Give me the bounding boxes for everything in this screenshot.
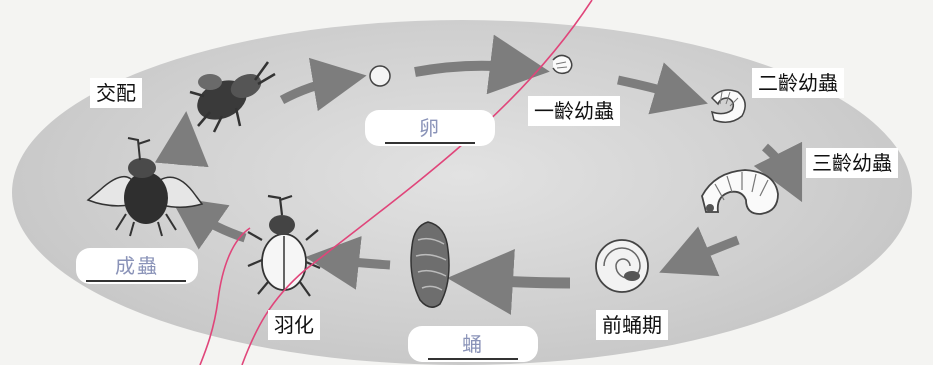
stage-label-first-instar: 一齡幼蟲 <box>528 96 620 126</box>
handwritten-answer-adult: 成蟲 <box>115 254 159 278</box>
stage-label-prepupa: 前蛹期 <box>596 310 668 340</box>
arrow-second-to-third-instar <box>753 141 803 203</box>
stage-label-eclosion: 羽化 <box>268 310 320 340</box>
answer-box-pupa: 蛹 <box>408 326 538 362</box>
answer-underline-pupa <box>428 358 518 360</box>
stage-label-third-instar: 三齡幼蟲 <box>806 148 898 178</box>
arrow-pupa-to-eclosion <box>305 236 391 290</box>
arrow-first-to-second-instar <box>617 62 708 115</box>
mating-beetles-drawing <box>189 61 276 133</box>
adult-beetle-drawing <box>86 137 204 237</box>
answer-box-adult: 成蟲 <box>76 248 198 284</box>
third-instar-larva-drawing <box>701 169 779 215</box>
arrow-prepupa-to-pupa <box>447 249 571 315</box>
second-instar-larva-drawing <box>710 89 746 123</box>
eclosion-beetle-drawing <box>247 194 321 297</box>
pupa-drawing <box>410 221 450 308</box>
pink-pen-line-short <box>199 227 251 365</box>
answer-underline-egg <box>385 142 475 144</box>
answer-box-egg: 卵 <box>365 110 495 146</box>
handwritten-answer-egg: 卵 <box>419 116 441 140</box>
answer-underline-adult <box>86 280 186 282</box>
stage-label-second-instar: 二齡幼蟲 <box>752 68 844 98</box>
prepupa-drawing <box>595 239 649 293</box>
arrow-mating-to-egg <box>279 57 367 112</box>
stage-label-mating: 交配 <box>90 78 142 108</box>
pink-pen-line-long <box>241 0 593 365</box>
arrow-adult-to-mating <box>154 111 209 168</box>
arrow-egg-to-first-instar <box>414 34 550 95</box>
first-instar-larva-drawing <box>552 54 573 75</box>
arrow-third-instar-to-prepupa <box>659 226 740 277</box>
egg-drawing <box>369 65 391 87</box>
handwritten-answer-pupa: 蛹 <box>462 332 484 356</box>
arrow-eclosion-to-adult <box>169 196 247 250</box>
